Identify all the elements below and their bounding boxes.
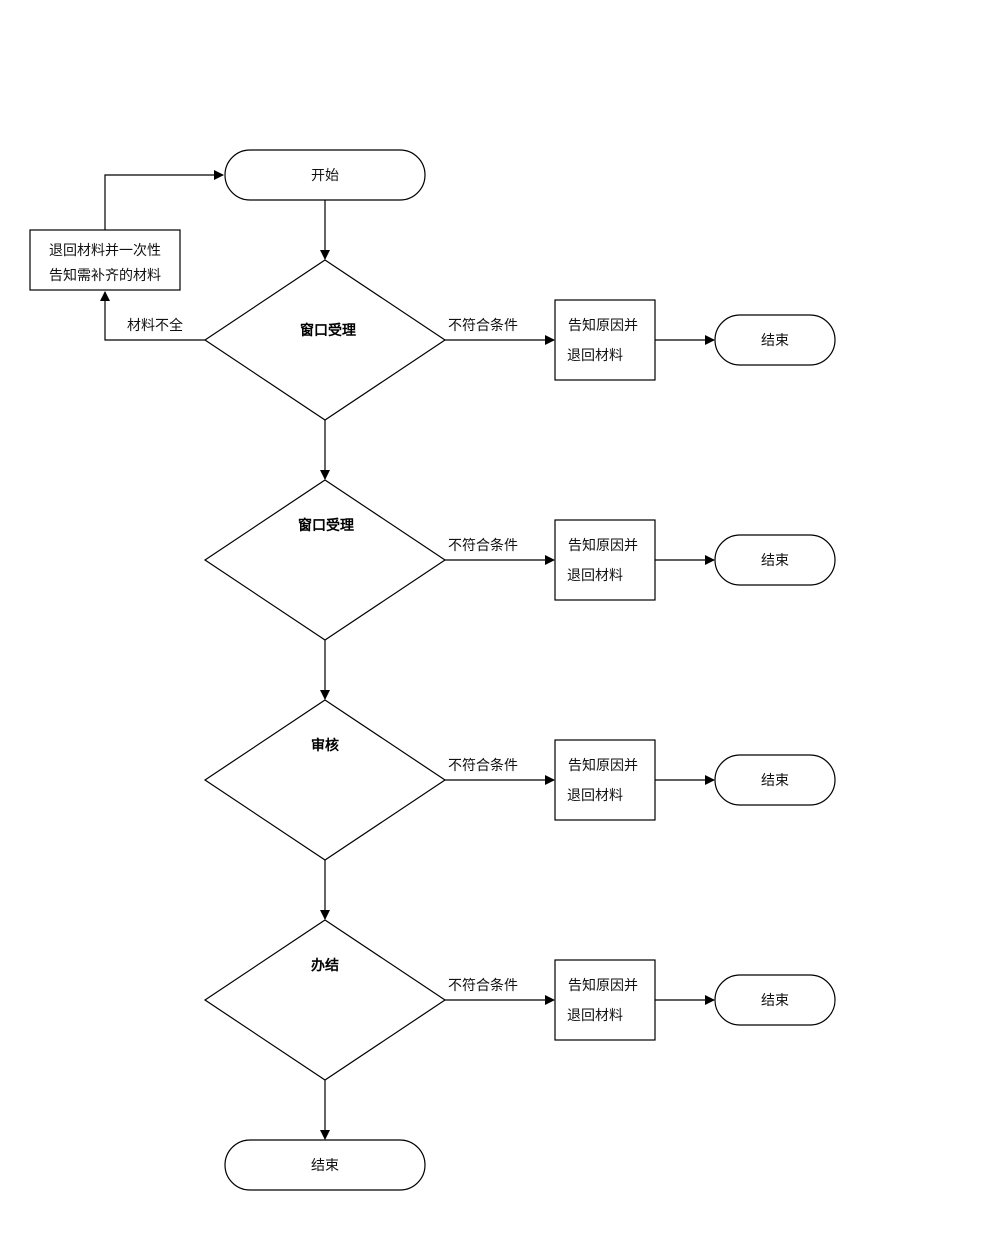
supplement-materials-box — [29, 229, 181, 291]
reject-box-1 — [554, 299, 656, 381]
end-label-1: 结束 — [761, 333, 789, 349]
decision-label-1: 窗口受理 — [300, 322, 356, 339]
decision-label-4: 办结 — [311, 957, 339, 974]
final-end-label: 结束 — [311, 1158, 339, 1174]
start-label: 开始 — [311, 168, 339, 184]
final-end-node — [224, 1139, 426, 1191]
supplement-line1: 退回材料并一次性 — [49, 243, 161, 259]
end-label-4: 结束 — [761, 993, 789, 1009]
reject-line2-2: 退回材料 — [567, 568, 623, 584]
not-eligible-label-2: 不符合条件 — [448, 537, 518, 554]
decision-window-acceptance-2 — [203, 479, 447, 641]
not-eligible-label-4: 不符合条件 — [448, 977, 518, 994]
end-node-2 — [714, 534, 836, 586]
decision-completion — [203, 919, 447, 1081]
reject-line1-1: 告知原因并 — [568, 317, 638, 334]
arrow-supplement-to-start — [104, 170, 224, 230]
decision-window-acceptance-1 — [203, 259, 447, 421]
end-node-4 — [714, 974, 836, 1026]
decision-review — [203, 699, 447, 861]
decision-label-3: 审核 — [311, 737, 339, 754]
reject-line1-3: 告知原因并 — [568, 757, 638, 774]
end-label-3: 结束 — [761, 773, 789, 789]
reject-line1-4: 告知原因并 — [568, 977, 638, 994]
not-eligible-label-1: 不符合条件 — [448, 317, 518, 334]
reject-box-2 — [554, 519, 656, 601]
reject-line1-2: 告知原因并 — [568, 537, 638, 554]
end-node-3 — [714, 754, 836, 806]
not-eligible-label-3: 不符合条件 — [448, 757, 518, 774]
decision-label-2: 窗口受理 — [298, 517, 354, 534]
reject-box-3 — [554, 739, 656, 821]
supplement-line2: 告知需补齐的材料 — [49, 267, 161, 284]
end-label-2: 结束 — [761, 553, 789, 569]
reject-line2-3: 退回材料 — [567, 788, 623, 804]
reject-line2-4: 退回材料 — [567, 1008, 623, 1024]
incomplete-label: 材料不全 — [127, 317, 183, 334]
reject-box-4 — [554, 959, 656, 1041]
arrow-incomplete-to-supplement — [100, 291, 205, 341]
reject-line2-1: 退回材料 — [567, 348, 623, 364]
end-node-1 — [714, 314, 836, 366]
